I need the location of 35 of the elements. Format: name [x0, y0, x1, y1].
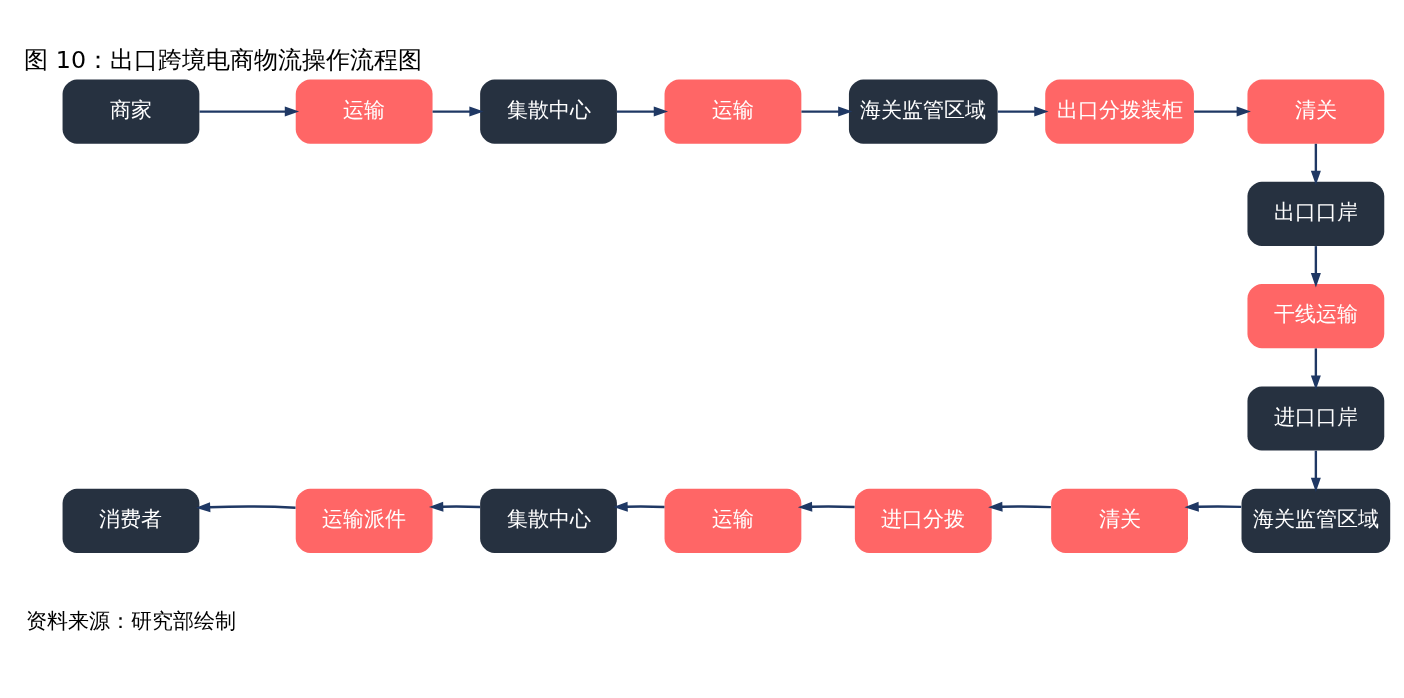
arrow [997, 106, 1049, 117]
arrow [1184, 501, 1242, 512]
node-box: 运输 [664, 78, 802, 144]
node-box: 进口口岸 [1247, 385, 1385, 451]
node-box: 消费者 [62, 488, 200, 553]
node-box: 集散中心 [480, 78, 617, 144]
arrow [199, 106, 300, 117]
arrow [988, 501, 1051, 512]
arrow [797, 501, 855, 512]
node-box: 干线运输 [1247, 283, 1385, 348]
arrow [613, 501, 665, 512]
node-box: 海关监管区域 [1241, 488, 1391, 553]
arrow [801, 106, 853, 117]
node-box: 出口分拨装柜 [1045, 78, 1194, 144]
node-box: 出口口岸 [1247, 181, 1385, 246]
arrow [1194, 106, 1251, 117]
node-box: 运输派件 [295, 488, 433, 553]
node-box: 商家 [62, 78, 200, 144]
arrow [195, 501, 296, 512]
node-box: 集散中心 [480, 488, 617, 553]
node-box: 运输 [664, 488, 802, 553]
node-box: 清关 [1247, 78, 1385, 144]
arrow [1310, 347, 1321, 390]
arrow [617, 106, 669, 117]
diagram-title: 图 10：出口跨境电商物流操作流程图 [24, 45, 423, 74]
caption: 资料来源：研究部绘制 [25, 607, 236, 633]
node-box: 清关 [1051, 488, 1188, 553]
node-box: 海关监管区域 [848, 78, 998, 144]
arrow [1310, 245, 1321, 287]
arrow [1310, 450, 1321, 492]
node-box: 进口分拨 [854, 488, 992, 553]
arrow [432, 106, 484, 117]
node-box: 运输 [295, 78, 433, 144]
arrow [1310, 143, 1321, 185]
arrow [429, 501, 481, 512]
